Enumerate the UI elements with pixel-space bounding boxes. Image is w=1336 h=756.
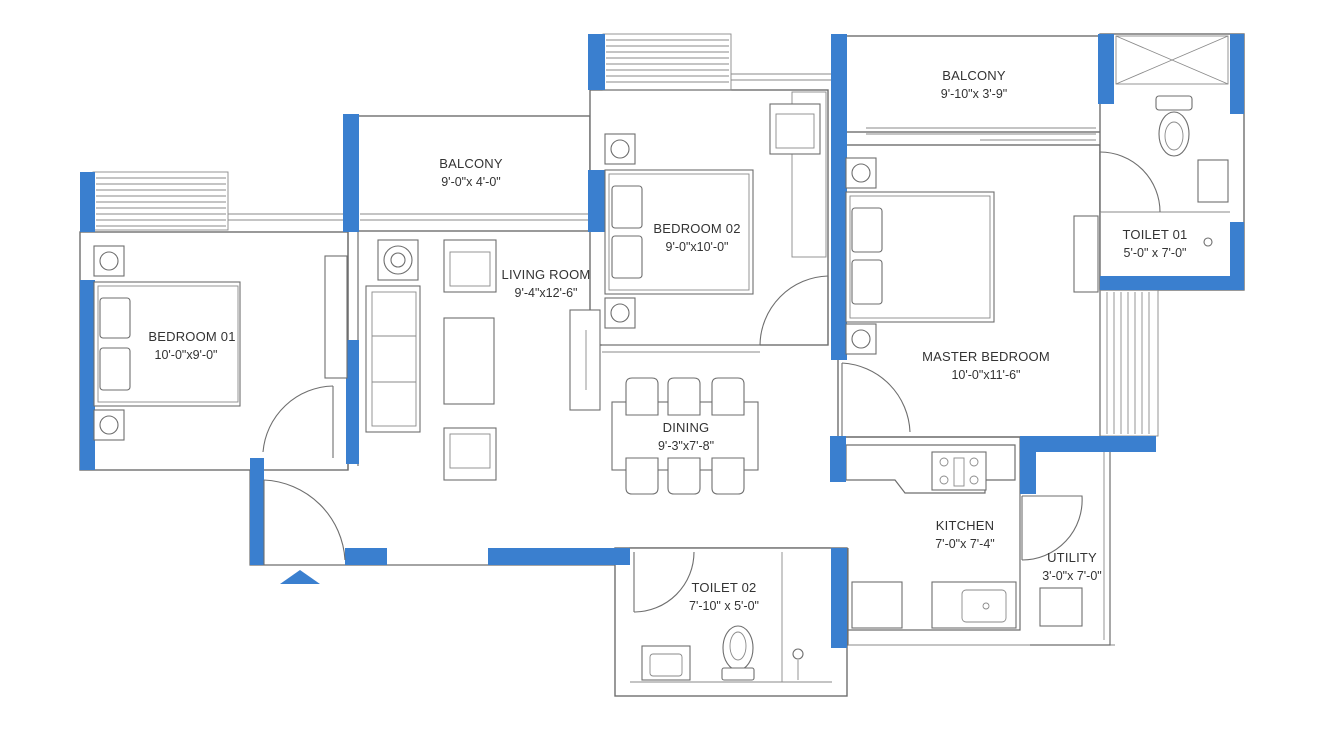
fridge-icon — [851, 581, 903, 629]
kitchen-name: KITCHEN — [936, 518, 994, 533]
tv-unit — [324, 255, 348, 379]
entry-arrow-icon — [280, 570, 320, 584]
nightstand-icon — [604, 133, 636, 329]
living-room-size: 9'-4"x12'-6" — [515, 286, 578, 300]
dining-size: 9'-3"x7'-8" — [658, 439, 714, 453]
balcony-left-name: BALCONY — [439, 156, 503, 171]
balcony-right-size: 9'-10"x 3'-9" — [941, 87, 1007, 101]
shower-icon — [792, 648, 804, 660]
nightstand-icon — [845, 157, 877, 355]
wc-icon — [1155, 95, 1193, 157]
master-bedroom-size: 10'-0"x11'-6" — [951, 368, 1020, 382]
wardrobe — [1073, 215, 1099, 293]
lamp-icon — [377, 239, 419, 281]
armchair-icon — [769, 103, 821, 155]
wc-icon — [721, 625, 755, 681]
shower-icon — [1203, 237, 1213, 247]
sofa-icon — [365, 285, 421, 433]
bedroom-02-name: BEDROOM 02 — [653, 221, 740, 236]
washbasin-icon — [1197, 159, 1229, 203]
bedroom-01-name: BEDROOM 01 — [148, 329, 235, 344]
master-bedroom-name: MASTER BEDROOM — [922, 349, 1050, 364]
bed-icon — [93, 281, 241, 407]
sink-icon — [931, 581, 1017, 629]
washing-machine-icon — [1039, 587, 1083, 627]
armchair-icon — [443, 427, 497, 481]
utility-size: 3'-0"x 7'-0" — [1042, 569, 1102, 583]
balcony-right-walls — [832, 35, 1102, 133]
doors — [262, 151, 1161, 613]
washbasin-icon — [641, 645, 691, 681]
armchair-icon — [443, 239, 497, 293]
balcony-right-name: BALCONY — [942, 68, 1006, 83]
kitchen-size: 7'-0"x 7'-4" — [935, 537, 995, 551]
balcony-left-size: 9'-0"x 4'-0" — [441, 175, 501, 189]
nightstand-icon — [93, 245, 125, 441]
balcony-railings — [92, 33, 832, 231]
toilet-02-size: 7'-10" x 5'-0" — [689, 599, 759, 613]
dining-table — [611, 377, 759, 495]
utility-name: UTILITY — [1047, 550, 1097, 565]
windows — [80, 34, 1244, 648]
toilet-01-name: TOILET 01 — [1123, 227, 1188, 242]
coffee-table — [443, 317, 495, 405]
dining-name: DINING — [663, 420, 710, 435]
bedroom-01-size: 10'-0"x9'-0" — [155, 348, 218, 362]
balcony-left-walls — [344, 115, 591, 232]
wardrobe — [569, 309, 601, 411]
stove-icon — [931, 451, 987, 491]
toilet-01-size: 5'-0" x 7'-0" — [1124, 246, 1187, 260]
bedroom-02-size: 9'-0"x10'-0" — [666, 240, 729, 254]
furniture — [93, 95, 1229, 681]
living-room-name: LIVING ROOM — [502, 267, 591, 282]
room-labels: BALCONY 9'-0"x 4'-0" BALCONY 9'-10"x 3'-… — [148, 68, 1187, 613]
toilet-02-name: TOILET 02 — [692, 580, 757, 595]
bed-icon — [604, 169, 754, 295]
bed-icon — [845, 191, 995, 323]
